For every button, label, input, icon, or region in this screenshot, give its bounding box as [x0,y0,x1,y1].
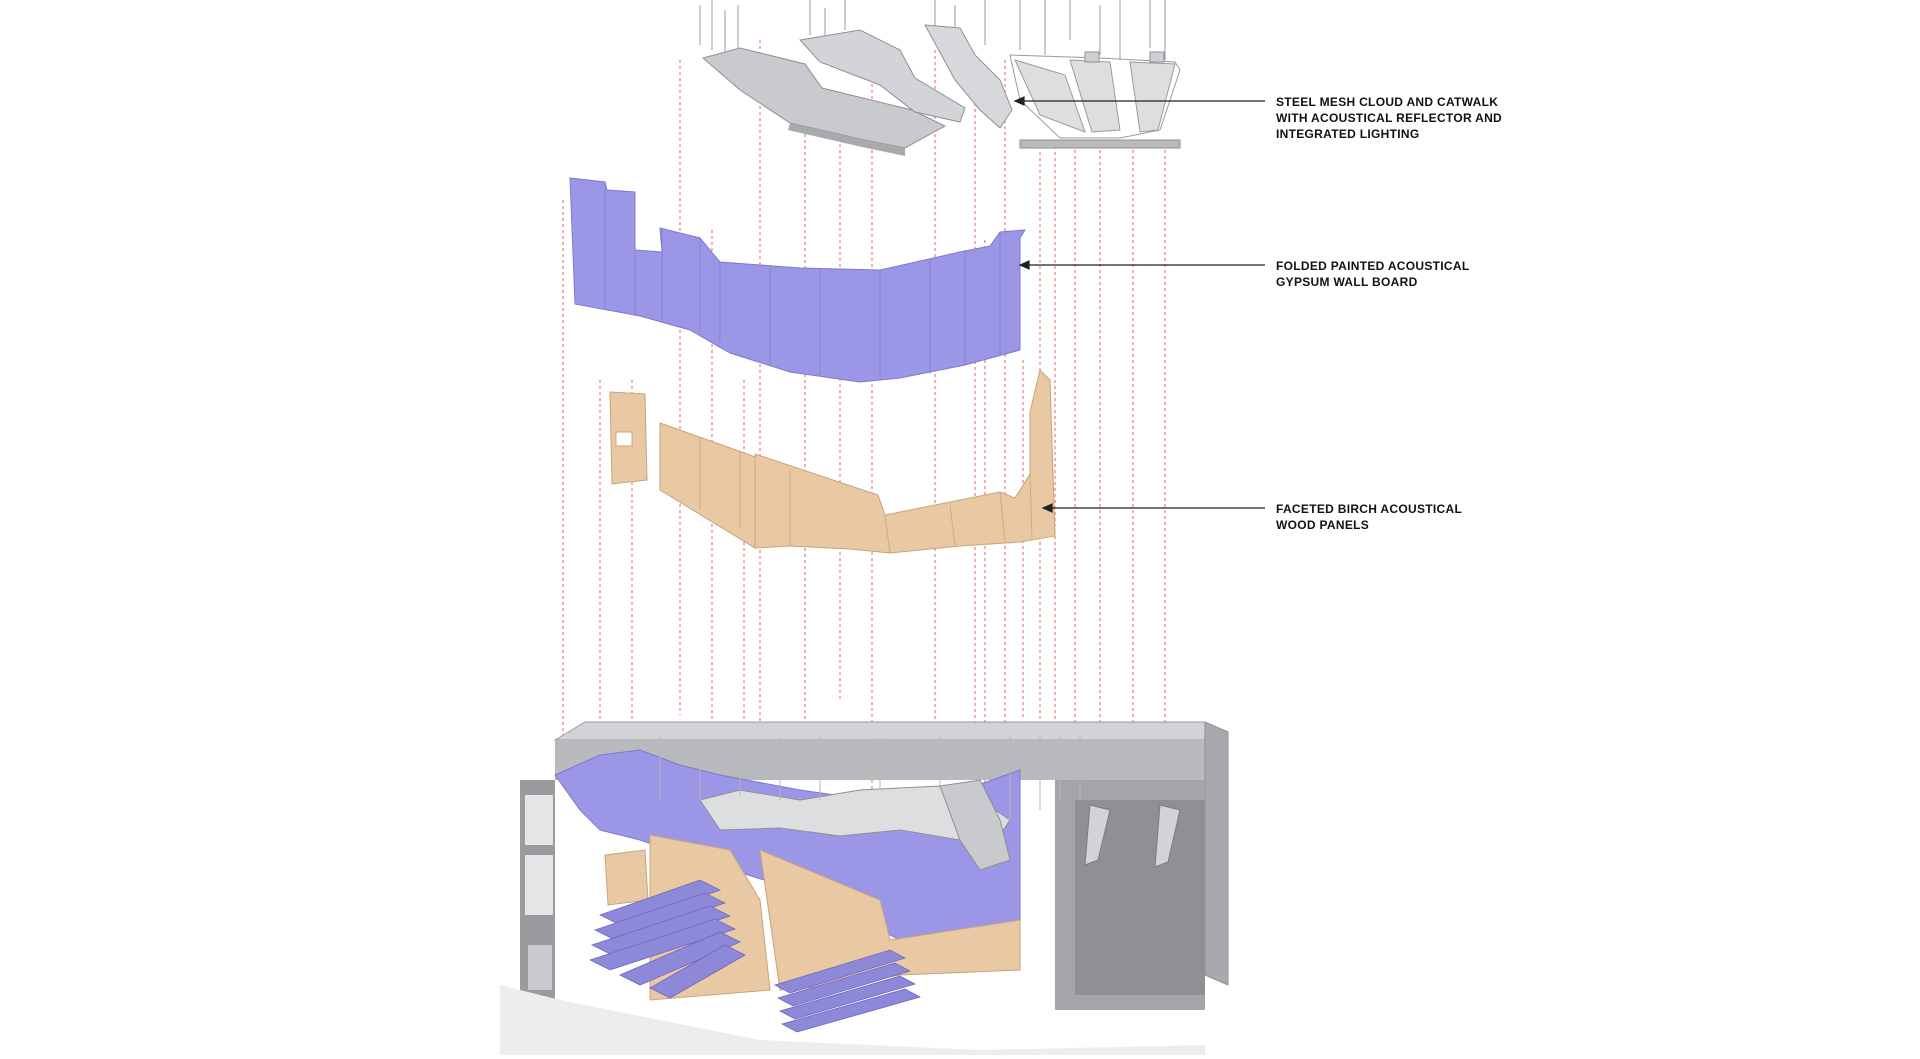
gypsum-wall-board-component [569,177,1026,383]
callout-line: STEEL MESH CLOUD AND CATWALK [1276,95,1499,109]
birch-wood-panels-component [609,369,1056,554]
callout-line: FACETED BIRCH ACOUSTICAL [1276,502,1463,516]
assembled-theater-section [500,721,1229,1055]
callout-line: GYPSUM WALL BOARD [1276,275,1418,289]
callout-line: WOOD PANELS [1276,518,1370,532]
callout-leaders [1013,96,1265,513]
callout-line: INTEGRATED LIGHTING [1276,127,1420,141]
audience-seating [588,879,922,1033]
steel-mesh-cloud-component [699,0,1181,156]
callout-steel-mesh-cloud: STEEL MESH CLOUD AND CATWALK WITH ACOUST… [1276,94,1502,142]
callout-line: FOLDED PAINTED ACOUSTICAL [1276,259,1470,273]
callout-birch-wood-panels: FACETED BIRCH ACOUSTICAL WOOD PANELS [1276,501,1462,533]
projection-guide-lines [562,40,1166,880]
callout-line: WITH ACOUSTICAL REFLECTOR AND [1276,111,1503,125]
callout-gypsum-wall-board: FOLDED PAINTED ACOUSTICAL GYPSUM WALL BO… [1276,258,1470,290]
